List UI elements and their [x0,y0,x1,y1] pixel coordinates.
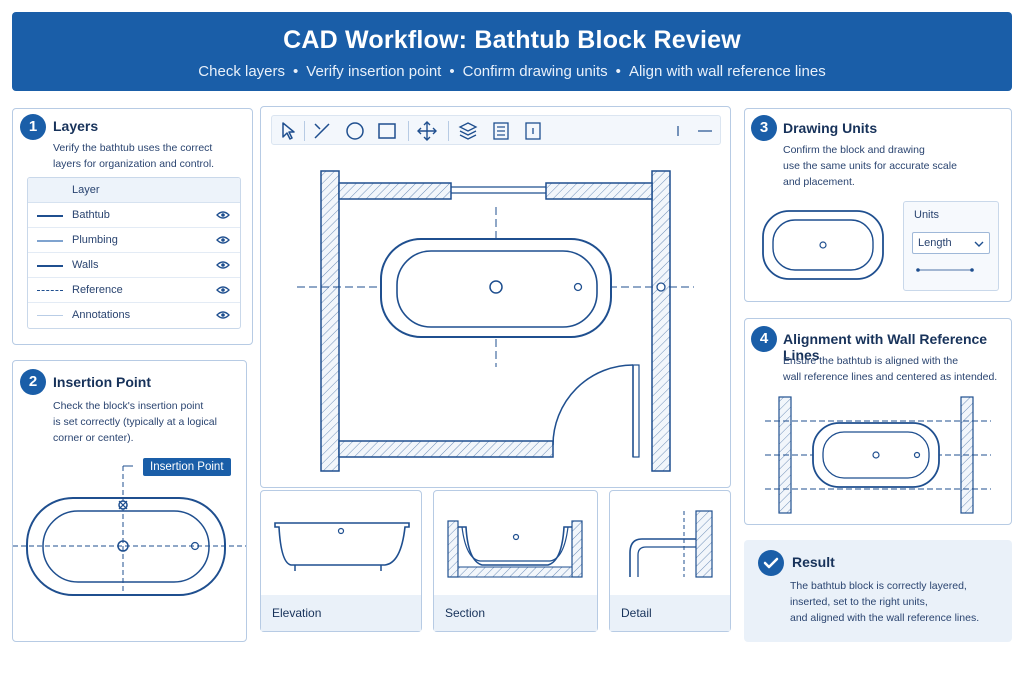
step-summary: Check layers•Verify insertion point•Conf… [198,63,826,80]
elevation-drawing [274,522,410,571]
detail-drawing [629,510,713,578]
result-check-badge [758,550,784,576]
block-icon[interactable] [523,121,543,141]
alignment-drawing [765,396,991,514]
rectangle-icon[interactable] [377,121,397,141]
eye-icon[interactable] [216,210,230,220]
detail-label: Detail [610,595,730,631]
layer-table: Layer Bathtub Plumbing Walls Reference A… [27,177,241,329]
step-number-4: 4 [751,326,777,352]
page-title: CAD Workflow: Bathtub Block Review [283,26,741,54]
insertion-description-line: Check the block's insertion point [53,400,204,412]
move-icon[interactable] [417,121,437,141]
line-icon[interactable] [312,121,332,141]
checkmark-icon [763,557,779,569]
layers-icon[interactable] [458,121,478,141]
step-summary-4: Align with wall reference lines [628,63,826,80]
layer-name: Walls [72,259,99,271]
result-description-line: The bathtub block is correctly layered, [790,580,967,592]
step-number-1: 1 [20,114,46,140]
line-style-swatch [37,240,63,242]
section-label: Section [434,595,597,631]
step-number-3: 3 [751,115,777,141]
layers-description: Verify the bathtub uses the correct laye… [53,140,214,172]
step-summary-3: Confirm drawing units [462,63,608,80]
line-style-swatch [37,215,63,217]
units-label: Units [914,209,940,221]
circle-icon[interactable] [345,121,365,141]
eye-icon[interactable] [216,310,230,320]
alignment-description: Ensure the bathtub is aligned with the w… [783,353,997,385]
layers-title: Layers [53,118,99,134]
layer-row-annotations[interactable]: Annotations [28,303,240,328]
chevron-down-icon [974,241,984,247]
layer-row-walls[interactable]: Walls [28,253,240,278]
result-panel: Result The bathtub block is correctly la… [744,540,1012,642]
result-title: Result [792,554,835,570]
insertion-point-callout: Insertion Point [143,458,231,476]
layer-row-plumbing[interactable]: Plumbing [28,228,240,253]
result-description: The bathtub block is correctly layered, … [790,578,979,626]
result-description-line: inserted, set to the right units, [790,596,928,608]
result-description-line: and aligned with the wall reference line… [790,612,980,624]
eye-icon[interactable] [216,285,230,295]
select-icon[interactable] [280,121,298,141]
layer-name: Reference [72,284,123,296]
units-description-line: Confirm the block and drawing [783,144,925,156]
units-scale-slider[interactable] [916,266,976,274]
insertion-description-line: is set correctly (typically at a logical [53,416,217,428]
alignment-description-line: wall reference lines and centered as int… [783,371,998,383]
toolbar-divider [408,121,409,141]
alignment-panel: 4 Alignment with Wall Reference Lines En… [744,318,1012,525]
section-drawing [447,520,583,578]
line-style-swatch [37,315,63,316]
units-description-line: use the same units for accurate scale [783,160,957,172]
units-box: Units Length [903,201,999,291]
section-view[interactable]: Section [433,490,598,632]
layers-description-line: layers for organization and control. [53,158,215,170]
drawing-units-description: Confirm the block and drawing use the sa… [783,142,957,190]
step-summary-2: Verify insertion point [306,63,442,80]
layers-description-line: Verify the bathtub uses the correct [53,142,213,154]
eye-icon[interactable] [216,235,230,245]
line-style-swatch [37,265,63,267]
eye-icon[interactable] [216,260,230,270]
units-bathtub-drawing [762,210,884,280]
snap-icon[interactable] [672,125,684,137]
header-banner: CAD Workflow: Bathtub Block Review Check… [12,12,1012,91]
elevation-label: Elevation [261,595,421,631]
units-select-value: Length [918,237,952,249]
elevation-view[interactable]: Elevation [260,490,422,632]
cad-viewport [260,106,731,488]
insertion-description-line: corner or center). [53,432,134,444]
drawing-units-title: Drawing Units [783,120,878,136]
layer-name: Plumbing [72,234,118,246]
step-number-2: 2 [20,369,46,395]
layer-name: Bathtub [72,209,110,221]
alignment-title: Alignment with Wall Reference Lines [783,331,988,363]
layers-panel: 1 Layers Verify the bathtub uses the cor… [12,108,253,345]
layer-row-reference[interactable]: Reference [28,278,240,303]
properties-icon[interactable] [491,121,511,141]
units-select[interactable]: Length [912,232,990,254]
cad-toolbar [271,115,721,145]
line-style-swatch [37,290,63,291]
detail-view[interactable]: Detail [609,490,731,632]
floor-plan-drawing [297,170,694,472]
layer-row-bathtub[interactable]: Bathtub [28,203,240,228]
insertion-point-description: Check the block's insertion point is set… [53,398,217,446]
toolbar-divider [304,121,305,141]
minimize-icon[interactable] [697,125,713,137]
layer-name: Annotations [72,309,131,321]
alignment-description-line: Ensure the bathtub is aligned with the [783,355,959,367]
step-summary-1: Check layers [198,63,285,80]
insertion-point-title: Insertion Point [53,374,151,390]
insertion-point-panel: 2 Insertion Point Check the block's inse… [12,360,247,642]
drawing-units-panel: 3 Drawing Units Confirm the block and dr… [744,108,1012,302]
toolbar-divider [448,121,449,141]
units-description-line: and placement. [783,176,855,188]
layer-table-header: Layer [28,178,240,203]
insertion-point-drawing [13,465,246,596]
